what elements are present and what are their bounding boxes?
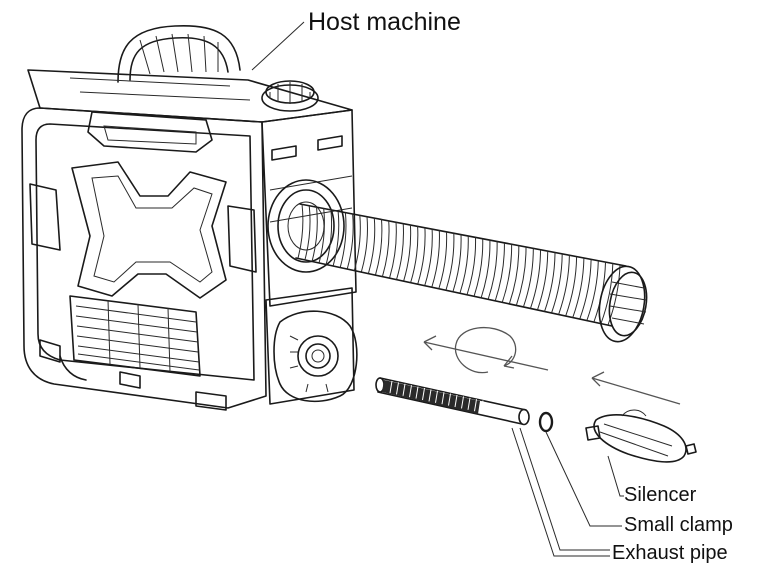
hose-ring bbox=[579, 259, 592, 320]
hose-ring bbox=[424, 228, 433, 286]
pipe-ring bbox=[409, 385, 412, 398]
pipe-ring bbox=[480, 400, 484, 413]
rotation-arrow bbox=[454, 326, 517, 374]
front-x-panel bbox=[71, 161, 227, 299]
leader-host-machine bbox=[251, 21, 305, 71]
hose-ring bbox=[586, 260, 599, 321]
carry-handle bbox=[117, 24, 241, 83]
hose-ring bbox=[452, 234, 462, 292]
leader-silencer bbox=[607, 455, 624, 497]
hose-nozzle bbox=[598, 265, 648, 343]
hose-ring bbox=[565, 256, 578, 317]
hose-ring bbox=[501, 244, 513, 303]
hose-ring bbox=[537, 251, 549, 310]
pipe-ring bbox=[389, 380, 393, 394]
hose-ring bbox=[318, 208, 325, 263]
pipe-ring bbox=[474, 399, 477, 412]
small-clamp-label: Small clamp bbox=[624, 514, 733, 536]
pipe-ring bbox=[428, 389, 432, 402]
pipe-ring bbox=[402, 383, 406, 396]
pipe-ring bbox=[396, 382, 399, 395]
flexible-hose bbox=[295, 203, 648, 343]
hose-ring bbox=[375, 219, 383, 275]
engine-housing bbox=[273, 310, 358, 403]
hose-ring bbox=[403, 224, 412, 281]
front-face bbox=[21, 107, 267, 409]
exhaust-pipe bbox=[375, 377, 530, 426]
hose-ring bbox=[360, 216, 368, 272]
hose-ring bbox=[473, 238, 484, 297]
hose-ring bbox=[353, 215, 361, 271]
leader-exhaust-pipe-b bbox=[519, 427, 610, 551]
hose-ring bbox=[304, 205, 311, 260]
hose-ring bbox=[466, 237, 477, 295]
side-face bbox=[261, 109, 357, 307]
hose-corrugation bbox=[297, 203, 621, 326]
arrow-insert-left bbox=[423, 341, 549, 371]
silencer-label: Silencer bbox=[624, 484, 697, 506]
hose-ring bbox=[515, 246, 527, 306]
hose-ring bbox=[551, 253, 563, 313]
top-face bbox=[27, 69, 353, 123]
host-machine bbox=[21, 24, 358, 411]
hose-ring bbox=[311, 206, 318, 262]
pipe-ring bbox=[448, 393, 451, 406]
pipe-ring bbox=[461, 396, 464, 409]
hose-ring bbox=[368, 217, 376, 274]
assembly-arrows bbox=[423, 326, 681, 405]
hose-ring bbox=[325, 209, 333, 265]
leader-exhaust-pipe-a bbox=[511, 427, 610, 557]
pipe-ring bbox=[422, 387, 425, 401]
silencer bbox=[585, 409, 697, 463]
small-clamp bbox=[538, 411, 554, 433]
hose-ring bbox=[339, 212, 347, 268]
hose-ring bbox=[382, 220, 390, 277]
hose-ring bbox=[487, 241, 498, 300]
fan-outlet bbox=[267, 179, 345, 273]
hose-ring bbox=[480, 239, 491, 298]
hose-ring bbox=[459, 235, 469, 294]
hose-ring bbox=[445, 233, 455, 291]
hose-ring bbox=[389, 221, 397, 278]
leader-lines bbox=[251, 21, 624, 557]
arrow-insert-right bbox=[591, 377, 681, 405]
fuel-cap bbox=[261, 80, 319, 112]
front-vents bbox=[69, 295, 201, 377]
pipe-ring bbox=[415, 386, 419, 399]
hose-ring bbox=[508, 245, 520, 304]
hose-ring bbox=[494, 242, 505, 301]
hose-ring bbox=[530, 249, 541, 309]
hose-ring bbox=[431, 230, 440, 288]
pipe-ring bbox=[454, 394, 458, 408]
hose-ring bbox=[572, 258, 585, 318]
hose-ring bbox=[523, 248, 534, 307]
hose-ring bbox=[544, 252, 556, 312]
hose-ring bbox=[396, 223, 404, 280]
hose-ring bbox=[410, 226, 419, 283]
hose-ring bbox=[297, 203, 304, 259]
hose-ring bbox=[332, 210, 340, 266]
hose-ring bbox=[558, 255, 570, 315]
leader-small-clamp bbox=[545, 431, 622, 527]
hose-ring bbox=[346, 213, 354, 269]
exhaust-pipe-corrugation bbox=[389, 380, 484, 413]
exhaust-pipe-label: Exhaust pipe bbox=[612, 542, 728, 564]
pipe-ring bbox=[435, 390, 438, 403]
hose-ring bbox=[600, 263, 614, 324]
pipe-ring bbox=[441, 392, 445, 405]
pipe-ring bbox=[467, 397, 471, 410]
hose-ring bbox=[417, 227, 426, 285]
hose-ring bbox=[438, 231, 448, 289]
host-machine-label: Host machine bbox=[308, 8, 461, 36]
